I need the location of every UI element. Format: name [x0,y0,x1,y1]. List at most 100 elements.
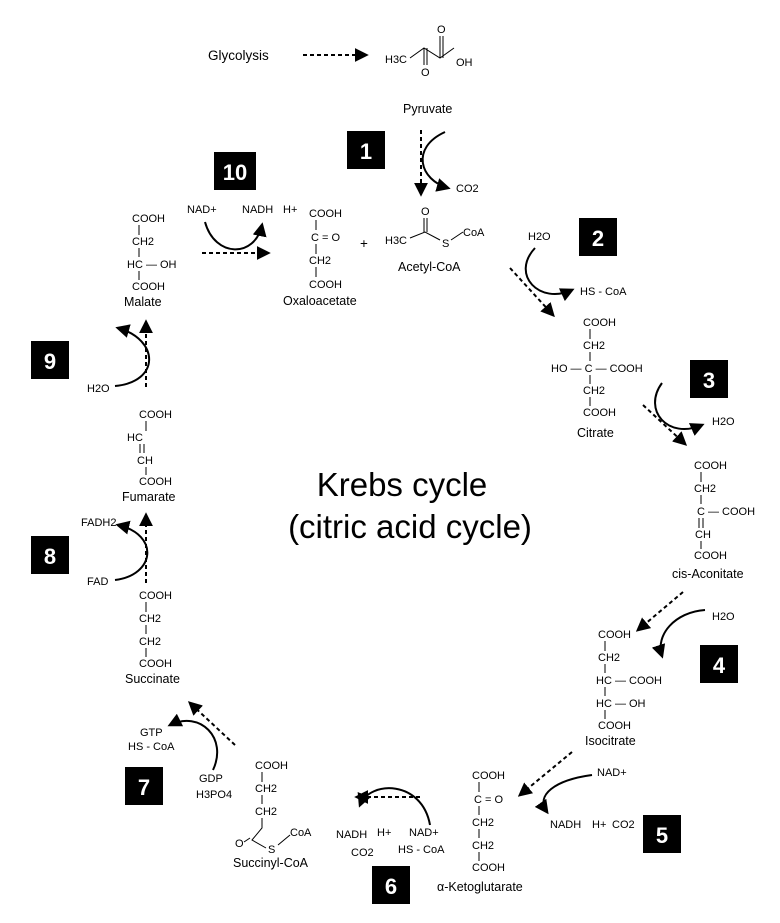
svg-text:CH2: CH2 [139,613,161,625]
malate-name: Malate [124,295,162,309]
step-2-box [579,218,617,256]
svg-text:CH2: CH2 [309,255,331,267]
step-7-h3po4: H3PO4 [196,789,232,801]
svg-text:COOH: COOH [132,213,165,225]
step-8-box [31,536,69,574]
a-ketoglutarate-structure: COOH C = O CH2 CH2 COOH [472,770,505,874]
step-3-dashed-arrow [642,404,688,446]
svg-text:CH2: CH2 [255,806,277,818]
step-1-box [347,131,385,169]
step-3-arc [654,382,705,436]
svg-text:S: S [442,238,449,250]
step-5-box [643,815,681,853]
step-7-arc [167,713,219,771]
svg-text:CH2: CH2 [583,340,605,352]
pyruvate-o-bottom: O [421,67,430,79]
step-9-arc [114,324,151,387]
svg-text:CH: CH [695,529,711,541]
citrate-structure: COOH CH2 HO — C — COOH CH2 COOH [551,317,643,419]
step-4-dashed-arrow [635,591,684,632]
step-9-number: 9 [44,349,56,374]
step-7-dashed-arrow [187,701,236,746]
svg-text:CH2: CH2 [139,636,161,648]
step-4-h2o: H2O [712,611,735,623]
svg-text:HC — OH: HC — OH [127,259,177,271]
cis-aconitate-structure: COOH CH2 C — COOH CH COOH [694,460,755,562]
pyruvate-oh: OH [456,57,473,69]
svg-text:O: O [235,838,244,850]
svg-text:HC: HC [127,432,143,444]
pyruvate-h3c: H3C [385,54,407,66]
step-2-h2o: H2O [528,231,551,243]
svg-text:CH2: CH2 [255,783,277,795]
svg-text:H3C: H3C [385,235,407,247]
step-7-number: 7 [138,775,150,800]
step-10-number: 10 [223,160,247,185]
step-4-arc [651,609,706,659]
a-ketoglutarate-name: α-Ketoglutarate [437,880,523,894]
step-3-box [690,360,728,398]
svg-text:C = O: C = O [311,232,340,244]
svg-text:COOH: COOH [132,281,165,293]
svg-text:CH2: CH2 [598,652,620,664]
step-2-number: 2 [592,226,604,251]
step-9-h2o: H2O [87,383,110,395]
oxaloacetate-name: Oxaloacetate [283,294,357,308]
svg-text:COOH: COOH [309,208,342,220]
step-9-box [31,341,69,379]
oxaloacetate-structure: COOH C = O CH2 COOH [309,208,342,291]
step-5-number: 5 [656,823,668,848]
succinyl-coa-structure: COOH CH2 CH2 O S CoA [235,760,312,856]
step-2-hscoa: HS - CoA [580,286,627,298]
pyruvate-structure: H3C O O OH [385,24,473,79]
svg-text:CH2: CH2 [472,840,494,852]
svg-text:CH2: CH2 [583,385,605,397]
step-10-hplus: H+ [283,204,297,216]
pyruvate-name: Pyruvate [403,102,452,116]
step-5-hplus: H+ [592,819,606,831]
step-2-dashed-arrow [509,267,555,318]
cis-aconitate-name: cis-Aconitate [672,567,744,581]
step-6-hscoa: HS - CoA [398,844,445,856]
step-8-number: 8 [44,544,56,569]
svg-text:COOH: COOH [694,550,727,562]
svg-text:COOH: COOH [583,407,616,419]
step-1-arc [421,131,451,192]
svg-text:COOH: COOH [598,720,631,732]
svg-text:COOH: COOH [139,658,172,670]
svg-text:COOH: COOH [255,760,288,772]
step-6-box [372,866,410,904]
plus-sign: + [360,236,368,251]
isocitrate-structure: COOH CH2 HC — COOH HC — OH COOH [596,629,662,732]
step-4-number: 4 [713,653,726,678]
step-3-h2o: H2O [712,416,735,428]
succinyl-coa-name: Succinyl-CoA [233,856,309,870]
step-6-nad: NAD+ [409,827,439,839]
step-2-arc [524,247,575,302]
svg-text:O: O [421,206,430,218]
step-5-co2: CO2 [612,819,635,831]
acetyl-coa-name: Acetyl-CoA [398,260,461,274]
step-1-number: 1 [360,139,372,164]
title-line-2: (citric acid cycle) [288,508,532,545]
step-10-arc [204,221,267,251]
acetyl-coa-structure: O H3C S CoA [385,206,485,250]
step-10-nad: NAD+ [187,204,217,216]
step-7-gtp: GTP [140,727,163,739]
svg-text:C = O: C = O [474,794,503,806]
step-3-number: 3 [703,368,715,393]
isocitrate-name: Isocitrate [585,734,636,748]
svg-text:COOH: COOH [472,770,505,782]
malate-structure: COOH CH2 HC — OH COOH [127,213,177,293]
step-6-co2: CO2 [351,847,374,859]
step-7-gdp: GDP [199,773,223,785]
svg-text:COOH: COOH [139,476,172,488]
pyruvate-o-top: O [437,24,446,36]
step-8-arc [114,520,149,581]
svg-text:COOH: COOH [139,590,172,602]
svg-text:COOH: COOH [694,460,727,472]
step-4-box [700,645,738,683]
svg-text:COOH: COOH [139,409,172,421]
step-5-nadh: NADH [550,819,581,831]
